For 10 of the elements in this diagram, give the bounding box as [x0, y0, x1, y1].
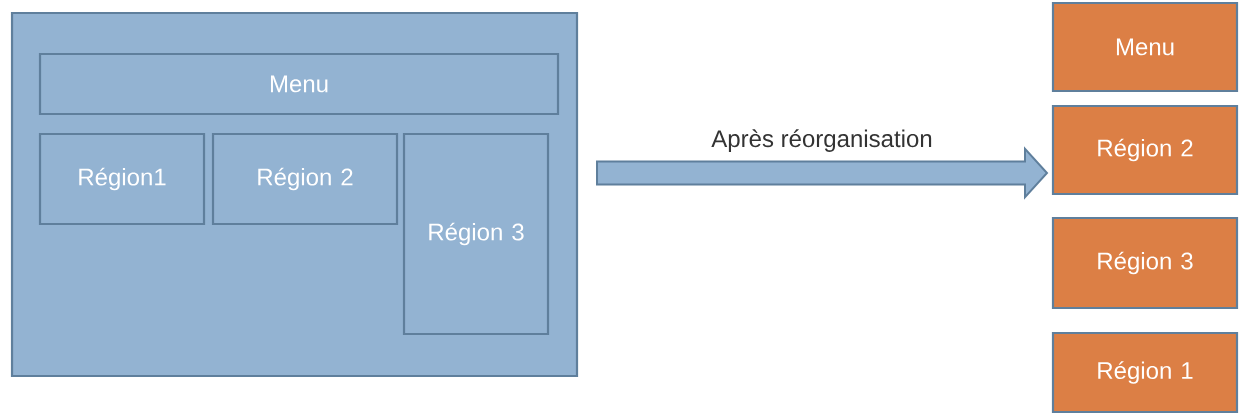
region-box: Région 3 — [402, 132, 550, 336]
block-arrow — [596, 146, 1049, 200]
edge-label: Après réorganisation — [711, 129, 932, 152]
region-box: Région 2 — [1051, 104, 1239, 196]
region-box: Région 2 — [211, 132, 399, 226]
region-box: Menu — [1051, 1, 1239, 93]
region-box: Région 1 — [1051, 331, 1239, 414]
region-box: Région1 — [38, 132, 206, 226]
region-box: Menu — [38, 52, 560, 116]
region-box: Région 3 — [1051, 216, 1239, 310]
